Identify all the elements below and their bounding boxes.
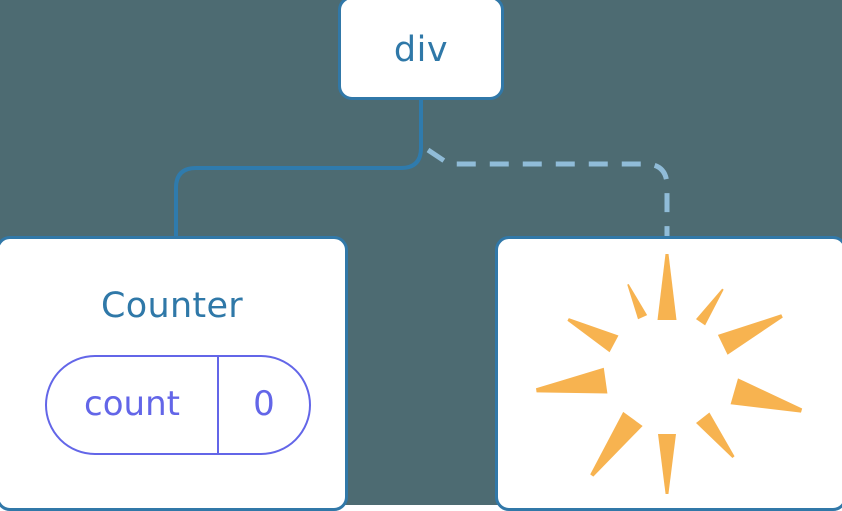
sparkle-burst-icon — [536, 254, 803, 494]
sparkle-ray — [658, 434, 676, 494]
node-div[interactable]: div — [338, 0, 504, 100]
sparkle-ray — [627, 283, 648, 320]
sparkle-ray — [536, 367, 608, 394]
sparkle-ray — [567, 318, 619, 353]
state-value-label: 0 — [253, 383, 275, 424]
sparkle-ray — [657, 254, 677, 320]
state-key-label: count — [84, 383, 180, 424]
sparkle-ray — [717, 314, 783, 355]
node-counter-label: Counter — [101, 286, 243, 326]
state-pill-value: 0 — [219, 357, 309, 453]
sparkle-ray — [730, 378, 803, 413]
state-pill-key: count — [47, 357, 219, 453]
sparkle-ray — [590, 411, 643, 477]
sparkle-ray — [695, 288, 724, 326]
edge-div-to-sparkle — [426, 147, 670, 238]
state-pill-count[interactable]: count 0 — [45, 355, 311, 455]
node-div-label: div — [393, 29, 449, 70]
edge-div-to-counter — [174, 98, 423, 240]
sparkle-ray — [696, 412, 735, 458]
